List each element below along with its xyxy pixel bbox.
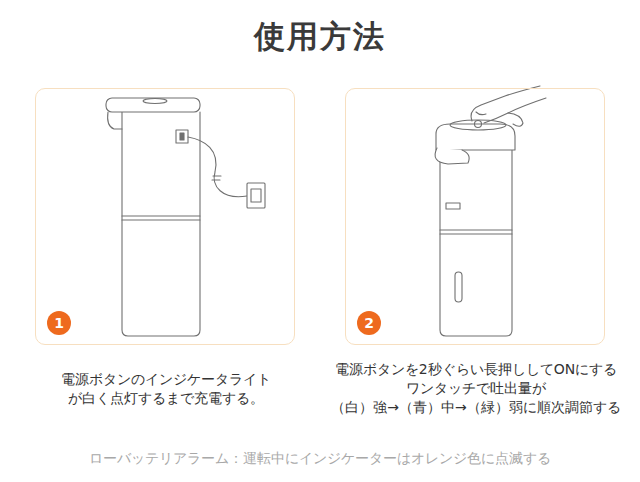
step-description: 電源ボタンのインジケータライト が白く点灯するまで充電する。 bbox=[11, 370, 321, 408]
head-top bbox=[450, 120, 506, 130]
power-button bbox=[143, 99, 167, 104]
power-button bbox=[475, 121, 482, 128]
dispenser-head bbox=[436, 124, 515, 150]
step-number-badge: 1 bbox=[47, 311, 71, 335]
step-number-badge: 2 bbox=[357, 311, 381, 335]
dispenser-head bbox=[106, 98, 200, 112]
level-window bbox=[455, 272, 462, 302]
step-description: 電源ボタンを2秒ぐらい長押ししてONにする ワンタッチで吐出量が （白）強→（青… bbox=[321, 360, 631, 417]
callout-number: 2 bbox=[364, 316, 374, 330]
socket-adapter bbox=[251, 189, 261, 202]
nozzle bbox=[435, 148, 469, 164]
body-seam bbox=[440, 230, 512, 234]
charge-port bbox=[176, 130, 188, 143]
dispenser-body bbox=[440, 150, 512, 336]
dispenser-operating bbox=[435, 86, 546, 336]
body-seam bbox=[122, 216, 200, 220]
dispenser-body bbox=[122, 112, 200, 336]
brand-plate bbox=[446, 203, 460, 209]
charge-cable bbox=[188, 137, 247, 197]
fingernail bbox=[476, 112, 486, 115]
nozzle bbox=[108, 112, 122, 129]
callout-number: 1 bbox=[54, 316, 64, 330]
battery-note: ローバッテリアラーム：運転中にインジケーターはオレンジ色に点滅する bbox=[0, 450, 640, 468]
cable-tie bbox=[212, 176, 221, 180]
step-panel: 電源ボタンのインジケータライト が白く点灯するまで充電する。1 bbox=[35, 88, 295, 345]
usb-plug bbox=[180, 133, 184, 140]
wall-socket bbox=[247, 183, 265, 208]
hand-palm bbox=[484, 98, 546, 123]
dispenser-charging bbox=[106, 98, 265, 336]
page-title: 使用方法 bbox=[0, 16, 640, 58]
step-panel: 電源ボタンを2秒ぐらい長押ししてONにする ワンタッチで吐出量が （白）強→（青… bbox=[345, 88, 605, 345]
hand-thumb bbox=[508, 113, 523, 126]
